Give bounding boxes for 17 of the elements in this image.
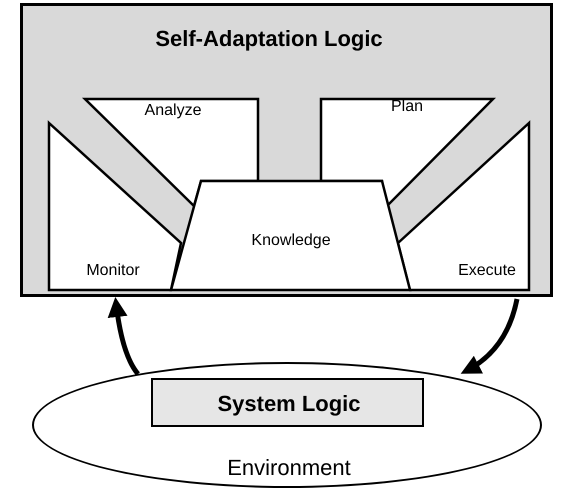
node-label: System Logic <box>217 393 361 415</box>
node-label: Self-Adaptation Logic <box>155 28 383 50</box>
node-label: Environment <box>227 457 351 479</box>
system-logic-box <box>151 378 424 427</box>
monitor-panel <box>49 123 181 290</box>
curved-arrow <box>108 297 140 376</box>
analyze-panel <box>85 99 258 207</box>
system-container <box>20 3 553 297</box>
node-label: Analyze <box>144 103 202 119</box>
knowledge-trapezoid <box>171 181 410 290</box>
plan-panel <box>321 99 493 207</box>
node-label: Plan <box>390 99 424 115</box>
execute-panel <box>398 123 529 290</box>
node-label: Execute <box>458 263 516 279</box>
node-label: Monitor <box>86 263 140 279</box>
node-label: Knowledge <box>251 233 331 249</box>
curved-arrow <box>460 298 520 374</box>
